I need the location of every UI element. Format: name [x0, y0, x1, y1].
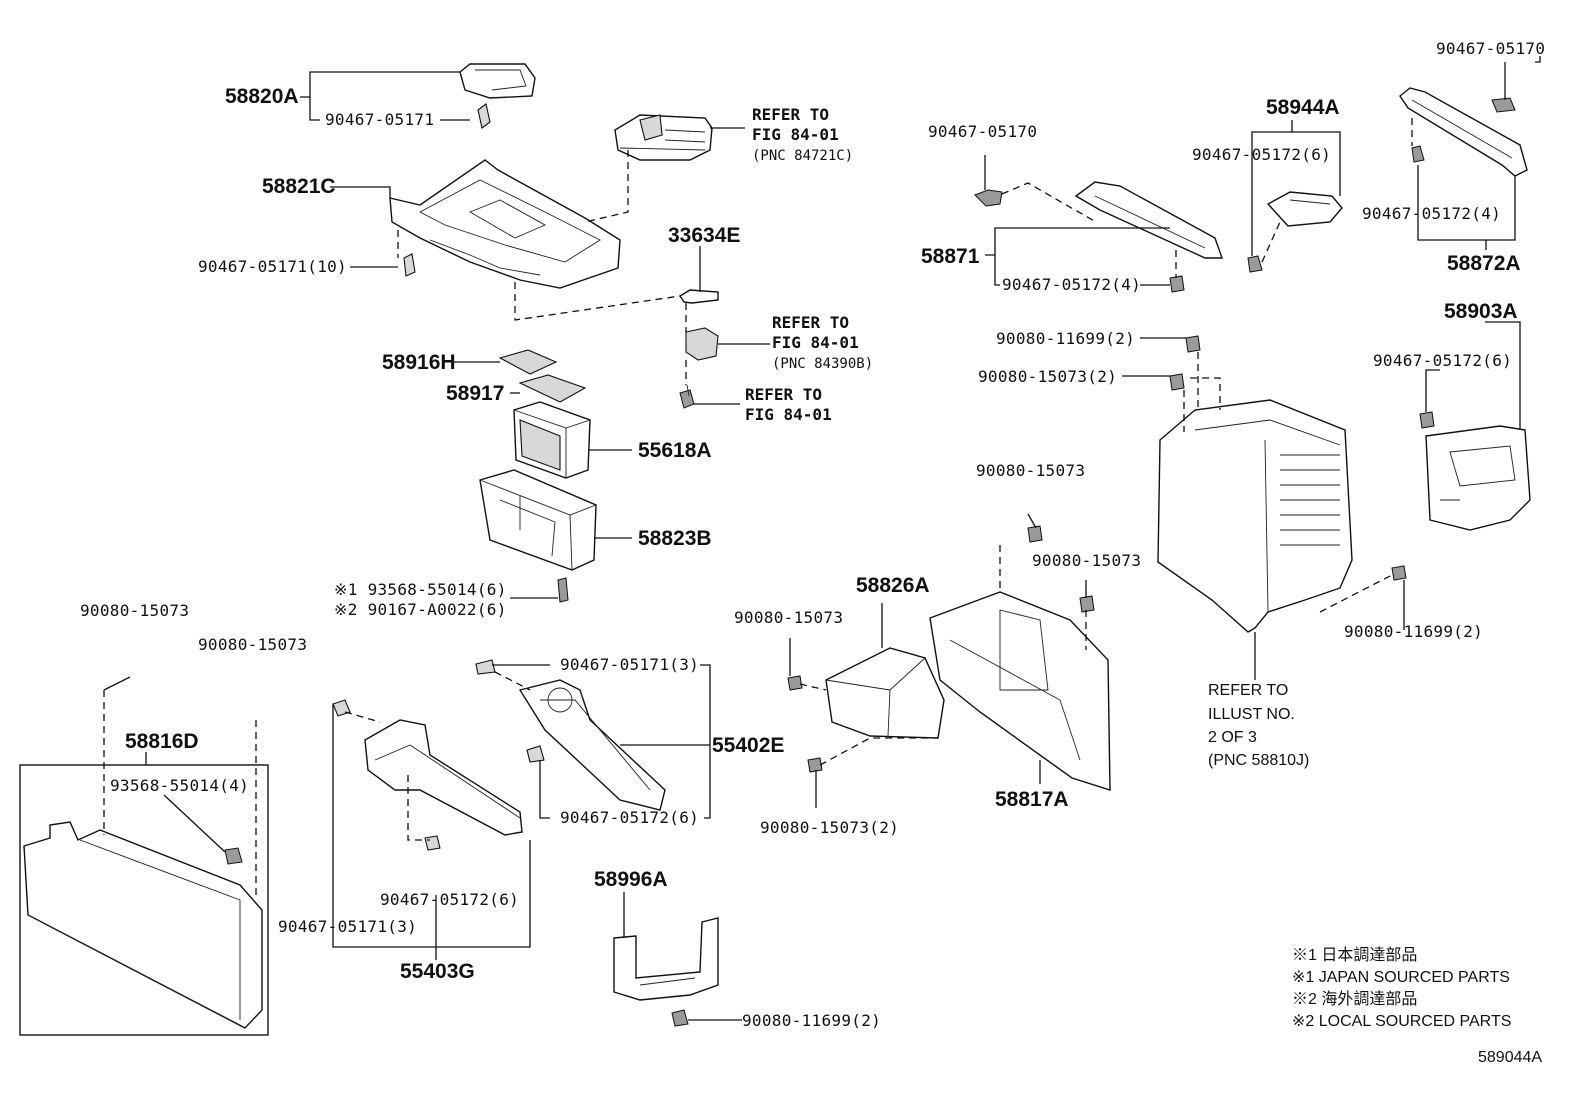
note-2-jp: ※2 海外調達部品: [1292, 990, 1417, 1008]
label-58826a: 58826A: [856, 574, 930, 597]
label-58820a-clip: 90467-05171: [325, 110, 434, 129]
part-58820a-cover: [459, 63, 536, 129]
label-58821c: 58821C: [262, 175, 336, 198]
label-58821c-clip: 90467-05171(10): [198, 257, 347, 276]
part-58826a-box: [787, 647, 945, 773]
label-90467-05172-4-b: 90467-05172(4): [1362, 204, 1501, 223]
label-90080-11699-2-bottom: 90080-11699(2): [742, 1011, 881, 1030]
label-ref2-pnc: (PNC 84390B): [772, 356, 873, 372]
label-90080-15073-c: 90080-15073: [734, 608, 843, 627]
part-58816d-panel: [23, 821, 263, 1029]
part-58872a-rail: [1399, 87, 1528, 177]
label-58872a: 58872A: [1447, 252, 1521, 275]
label-ref4-pnc: (PNC 58810J): [1208, 752, 1309, 769]
label-90467-05170-a: 90467-05170: [928, 122, 1037, 141]
label-93568-55014-4: 93568-55014(4): [110, 776, 249, 795]
label-90080-15073-a: 90080-15073: [80, 601, 189, 620]
label-58917: 58917: [446, 382, 504, 405]
part-55618a-box: [513, 401, 591, 479]
label-58903a: 58903A: [1444, 300, 1518, 323]
leader-lines: [103, 56, 1541, 1021]
label-90080-11699-2-right: 90080-11699(2): [1344, 622, 1483, 641]
label-mark2-90167: ※2 90167-A0022(6): [334, 600, 507, 619]
label-55403g: 55403G: [400, 960, 475, 983]
label-55618a: 55618A: [638, 439, 712, 462]
label-ref1-pnc: (PNC 84721C): [752, 148, 853, 164]
label-90080-15073-b: 90080-15073: [198, 635, 307, 654]
part-labels: 58820A 90467-05171 58821C 90467-05171(10…: [80, 39, 1545, 1030]
part-55403g-trim: [332, 699, 523, 851]
label-90467-05172-6-low: 90467-05172(6): [380, 890, 519, 909]
label-ref3-line2: FIG 84-01: [745, 405, 832, 424]
label-58871: 58871: [921, 245, 980, 268]
label-58944a: 58944A: [1266, 96, 1340, 119]
label-ref4-line1: REFER TO: [1208, 682, 1288, 699]
label-90080-15073-d: 90080-15073: [976, 461, 1085, 480]
label-58996a: 58996A: [594, 868, 668, 891]
label-58823b: 58823B: [638, 527, 712, 550]
note-1-jp: ※1 日本調達部品: [1292, 946, 1417, 964]
label-90080-15073-2-b: 90080-15073(2): [978, 367, 1117, 386]
label-ref2-line2: FIG 84-01: [772, 333, 859, 352]
label-90080-11699-2-a: 90080-11699(2): [996, 329, 1135, 348]
illustration-id: 589044A: [1478, 1049, 1542, 1066]
label-90467-05172-4-a: 90467-05172(4): [1002, 275, 1141, 294]
label-mark1-93568: ※1 93568-55014(6): [334, 580, 507, 599]
label-90467-05170-b: 90467-05170: [1436, 39, 1545, 58]
part-58823b-box: [479, 469, 597, 603]
part-58821c-panel: [389, 159, 621, 289]
label-ref2-line1: REFER TO: [772, 313, 849, 332]
label-90080-15073-e: 90080-15073: [1032, 551, 1141, 570]
part-58944a-lid: [1247, 191, 1343, 273]
label-ref3-line1: REFER TO: [745, 385, 822, 404]
label-90467-05171-3-top: 90467-05171(3): [560, 655, 699, 674]
label-90467-05172-6-right: 90467-05172(6): [1373, 351, 1512, 370]
label-90467-05172-6-top: 90467-05172(6): [1192, 145, 1331, 164]
part-58817a-panel: [929, 525, 1111, 791]
label-58916h: 58916H: [382, 351, 456, 374]
label-90467-05171-3-low: 90467-05171(3): [278, 917, 417, 936]
label-55402e: 55402E: [712, 734, 784, 757]
label-33634e: 33634E: [668, 224, 740, 247]
part-shifter-assembly: [614, 114, 713, 161]
part-58903a-panel: [1419, 411, 1531, 531]
part-58916h-mat: [498, 349, 558, 375]
part-console-box: [1157, 335, 1407, 633]
label-58816d: 58816D: [125, 730, 199, 753]
note-1-en: ※1 JAPAN SOURCED PARTS: [1292, 969, 1510, 986]
part-58996a-bracket: [613, 917, 719, 1027]
note-2-en: ※2 LOCAL SOURCED PARTS: [1292, 1013, 1511, 1030]
sourcing-notes: ※1 日本調達部品 ※1 JAPAN SOURCED PARTS ※2 海外調達…: [1292, 946, 1511, 1030]
label-90467-05172-6-mid: 90467-05172(6): [560, 808, 699, 827]
label-ref4-line2: ILLUST NO.: [1208, 706, 1295, 723]
part-33634e-bracket: [679, 289, 719, 409]
label-ref4-line3: 2 OF 3: [1208, 729, 1257, 746]
label-ref1-line2: FIG 84-01: [752, 125, 839, 144]
part-58871-lid: [974, 181, 1223, 293]
frame-58816d: [19, 764, 269, 1036]
label-58820a: 58820A: [225, 85, 299, 108]
label-ref1-line1: REFER TO: [752, 105, 829, 124]
part-55402e-trim: [475, 659, 666, 811]
label-90080-15073-2-mid: 90080-15073(2): [760, 818, 899, 837]
part-58917-mat: [518, 374, 587, 403]
label-58817a: 58817A: [995, 788, 1069, 811]
